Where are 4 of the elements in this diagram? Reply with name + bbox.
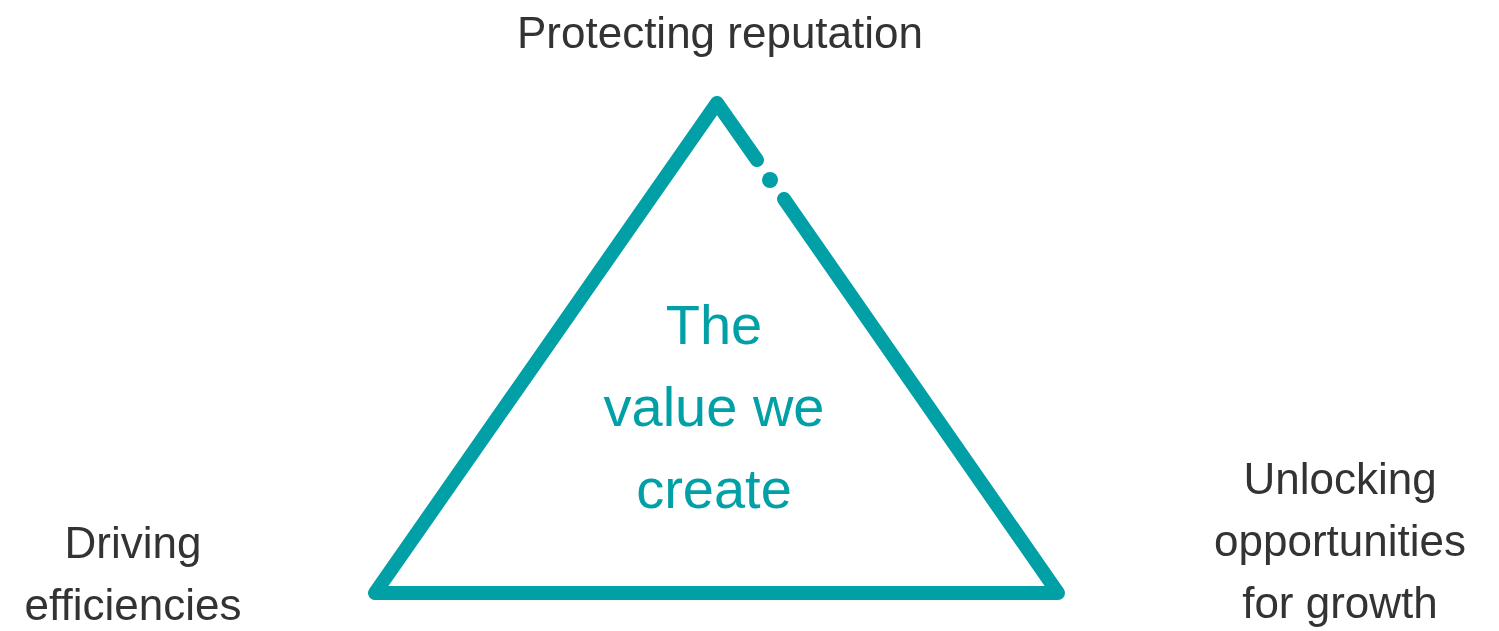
corner-label: Driving efficiencies: [23, 517, 243, 631]
corner-label: Protecting reputation: [515, 7, 924, 59]
corner-label: Unlocking opportunities for growth: [1213, 453, 1467, 629]
center-text: The value we create: [602, 292, 826, 522]
